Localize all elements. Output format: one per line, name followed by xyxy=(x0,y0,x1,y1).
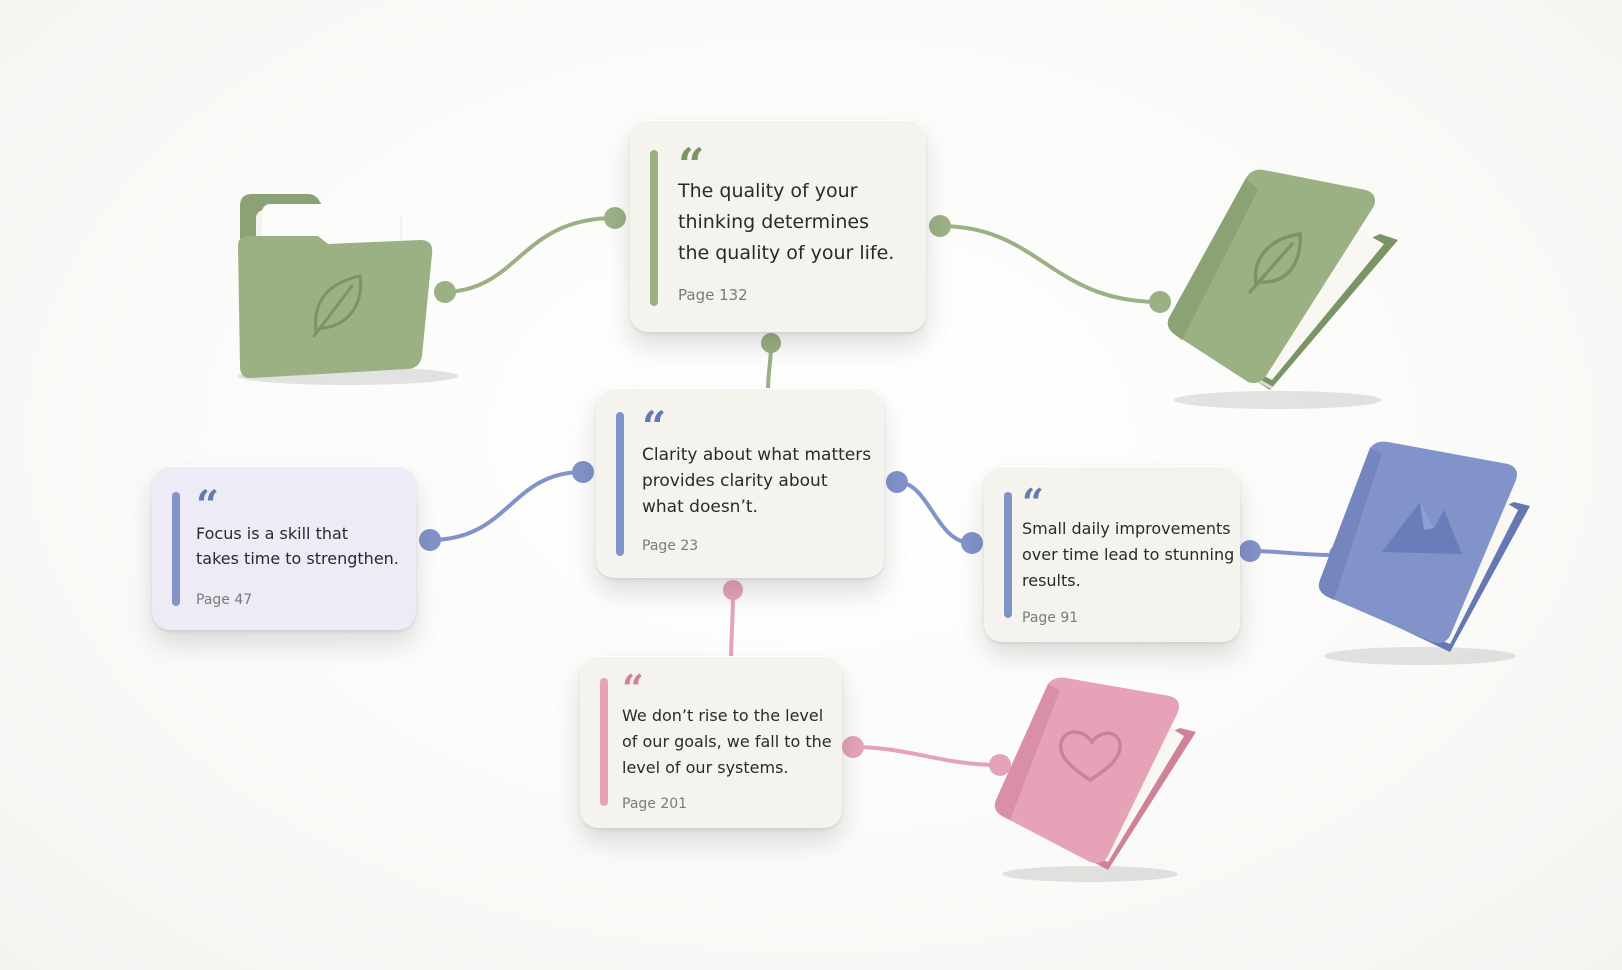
quote-line: over time lead to stunning xyxy=(1022,545,1235,564)
quote-card-left[interactable]: “ Focus is a skill that takes time to st… xyxy=(152,466,416,630)
accent-bar xyxy=(600,678,608,806)
quote-line: the quality of your life. xyxy=(678,242,895,264)
quote-card-center[interactable]: “ Clarity about what matters provides cl… xyxy=(596,388,884,578)
quote-line: of our goals, we fall to the xyxy=(622,732,832,751)
quote-line: Focus is a skill that xyxy=(196,524,349,543)
quote-line: The quality of your xyxy=(678,180,858,202)
page-number: Page 132 xyxy=(678,286,748,304)
quote-mark-icon: “ xyxy=(1022,480,1044,525)
leaf-folder-icon[interactable] xyxy=(228,186,458,386)
connector-node xyxy=(961,532,983,554)
quote-card-top[interactable]: “ The quality of your thinking determine… xyxy=(630,120,926,332)
quote-mark-icon: “ xyxy=(642,402,666,451)
connector-node xyxy=(572,461,594,483)
quote-mark-icon: “ xyxy=(196,482,219,529)
connector-left-center xyxy=(428,470,585,542)
quote-mark-icon: “ xyxy=(622,666,644,711)
mountain-book-icon[interactable] xyxy=(1312,440,1534,670)
quote-line: We don’t rise to the level xyxy=(622,706,824,725)
connector-node xyxy=(604,207,626,229)
connector-node xyxy=(989,754,1011,776)
quote-line: takes time to strengthen. xyxy=(196,549,399,568)
accent-bar xyxy=(650,150,658,306)
accent-bar xyxy=(616,412,624,556)
leaf-book-icon[interactable] xyxy=(1160,168,1400,413)
quote-card-right[interactable]: “ Small daily improvements over time lea… xyxy=(984,466,1240,642)
quote-card-bottom[interactable]: “ We don’t rise to the level of our goal… xyxy=(580,656,842,828)
quote-line: provides clarity about xyxy=(642,471,828,491)
quote-mark-icon: “ xyxy=(678,138,705,192)
connector-node xyxy=(1239,540,1261,562)
page-number: Page 23 xyxy=(642,538,699,554)
quote-line: Clarity about what matters xyxy=(642,445,872,465)
connector-bottom-pinkbook xyxy=(851,745,1002,767)
accent-bar xyxy=(1004,492,1012,618)
connector-node xyxy=(842,736,864,758)
page-number: Page 47 xyxy=(196,592,253,608)
connector-node xyxy=(1149,291,1171,313)
accent-bar xyxy=(172,492,180,606)
quote-line: level of our systems. xyxy=(622,758,789,777)
page-number: Page 91 xyxy=(1022,610,1079,626)
connector-top-greenbook xyxy=(938,224,1162,304)
quote-line: what doesn’t. xyxy=(642,497,758,517)
connector-center-bottom xyxy=(729,588,735,662)
connector-folder-top xyxy=(443,216,617,294)
quote-line: thinking determines xyxy=(678,211,870,233)
heart-book-icon[interactable] xyxy=(990,676,1200,886)
page-number: Page 201 xyxy=(622,796,688,812)
connector-node xyxy=(723,580,743,600)
connector-node xyxy=(886,471,908,493)
quote-line: results. xyxy=(1022,571,1081,590)
quote-line: Small daily improvements xyxy=(1022,519,1231,538)
connector-node xyxy=(761,333,781,353)
connector-center-right xyxy=(895,480,974,545)
connector-node xyxy=(434,281,456,303)
connector-node xyxy=(929,215,951,237)
connector-node xyxy=(419,529,441,551)
